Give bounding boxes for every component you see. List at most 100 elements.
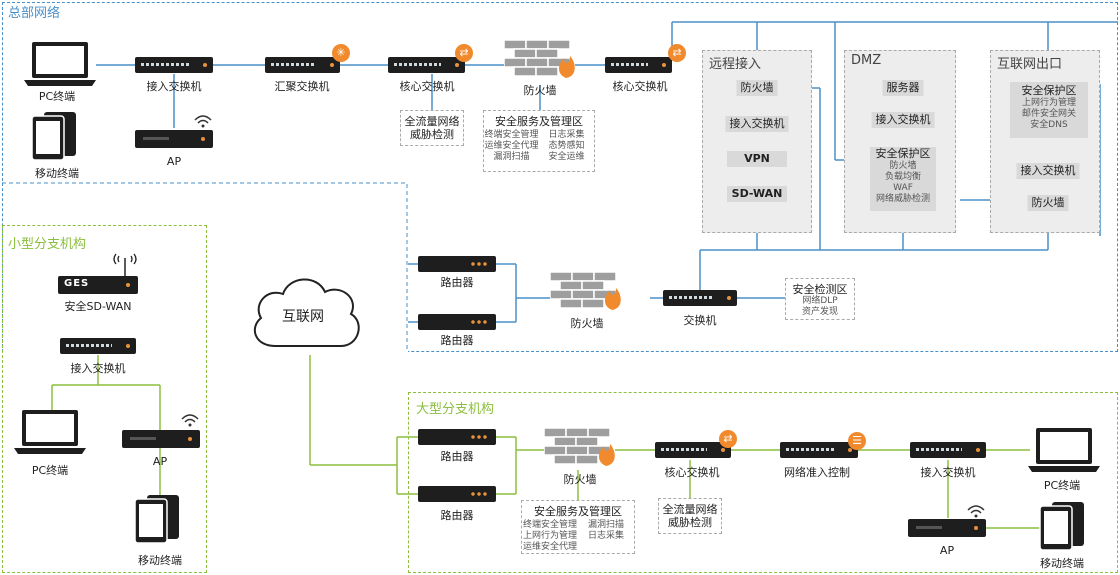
hq-core-switch-2 bbox=[605, 57, 672, 73]
large-ap-label: AP bbox=[939, 544, 955, 557]
large-security-title: 安全服务及管理区 bbox=[534, 505, 622, 518]
hq-security-item: 终端安全管理 bbox=[484, 130, 539, 140]
hq-access-switch bbox=[135, 57, 213, 73]
large-core-switch bbox=[655, 442, 731, 458]
hq-security-item: 运维安全代理 bbox=[484, 141, 539, 151]
hq-ap bbox=[135, 130, 213, 148]
dmz-zone-title: 安全保护区 bbox=[875, 147, 931, 160]
large-security-box: 安全服务及管理区 终端安全管理 漏洞扫描 上网行为管理 日志采集 运维安全代理 bbox=[521, 500, 635, 554]
hq-core-switch-1-label: 核心交换机 bbox=[399, 80, 455, 93]
remote-access-title: 远程接入 bbox=[709, 57, 762, 72]
small-access-switch-label: 接入交换机 bbox=[70, 362, 126, 375]
remote-sdwan: SD-WAN bbox=[727, 186, 787, 202]
large-pc-label: PC终端 bbox=[1043, 479, 1081, 492]
hq-core-switch-2-label: 核心交换机 bbox=[612, 80, 668, 93]
exit-zone-item: 上网行为管理 bbox=[1021, 98, 1076, 108]
large-security-item: 日志采集 bbox=[587, 531, 624, 541]
large-traffic-line2: 威胁检测 bbox=[668, 516, 712, 529]
hq-pc-label: PC终端 bbox=[38, 90, 76, 103]
hq-security-item: 漏洞扫描 bbox=[493, 152, 530, 162]
antenna-icon bbox=[113, 253, 137, 276]
hq-security-item: 安全运维 bbox=[548, 152, 585, 162]
hq-router-2-label: 路由器 bbox=[440, 334, 474, 347]
mobile-icon bbox=[31, 112, 76, 161]
hq-detect-title: 安全检测区 bbox=[792, 283, 848, 296]
hq-traffic-line1: 全流量网络 bbox=[404, 115, 460, 128]
hq-agg-switch bbox=[265, 57, 340, 73]
mobile-icon bbox=[134, 495, 179, 544]
exit-firewall: 防火墙 bbox=[1027, 195, 1069, 211]
large-security-item: 漏洞扫描 bbox=[587, 520, 624, 530]
small-ap bbox=[122, 430, 200, 448]
hq-detect-item: 资产发现 bbox=[801, 307, 838, 317]
small-pc-label: PC终端 bbox=[31, 464, 69, 477]
hq-ap-label: AP bbox=[166, 155, 182, 168]
internet-label: 互联网 bbox=[282, 309, 324, 325]
hq-router-1-label: 路由器 bbox=[440, 276, 474, 289]
exit-zone-item: 邮件安全网关 bbox=[1021, 109, 1076, 119]
large-access-switch bbox=[910, 442, 986, 458]
hq-region bbox=[2, 2, 1118, 352]
hq-mobile-label: 移动终端 bbox=[35, 167, 79, 180]
large-router-1-label: 路由器 bbox=[440, 450, 474, 463]
dmz-access-switch: 接入交换机 bbox=[871, 112, 935, 128]
large-nac-device bbox=[780, 442, 858, 458]
hq-router-2 bbox=[418, 314, 496, 330]
small-access-switch bbox=[60, 338, 136, 354]
firewall-icon bbox=[544, 428, 615, 466]
wifi-icon bbox=[967, 505, 985, 518]
hq-edge-switch bbox=[663, 290, 737, 306]
large-router-2 bbox=[418, 486, 496, 502]
exit-zone-item: 安全DNS bbox=[1030, 120, 1068, 130]
sdwan-device: GES bbox=[58, 276, 138, 294]
mobile-icon bbox=[1039, 502, 1084, 551]
internet-exit-title: 互联网出口 bbox=[997, 57, 1063, 72]
exit-security-zone: 安全保护区 上网行为管理 邮件安全网关 安全DNS bbox=[1010, 82, 1088, 138]
exit-zone-title: 安全保护区 bbox=[1021, 84, 1077, 97]
pc-icon bbox=[1028, 428, 1100, 472]
small-ap-label: AP bbox=[152, 455, 168, 468]
dmz-zone-item: 负载均衡 bbox=[884, 172, 921, 182]
large-branch-region bbox=[408, 392, 1118, 573]
dmz-title: DMZ bbox=[851, 53, 882, 68]
switch-badge-icon: ⇄ bbox=[455, 44, 473, 62]
large-security-item: 上网行为管理 bbox=[522, 531, 577, 541]
cloud-icon bbox=[253, 278, 360, 347]
remote-firewall: 防火墙 bbox=[736, 80, 778, 96]
large-core-switch-label: 核心交换机 bbox=[664, 466, 720, 479]
remote-access-switch: 接入交换机 bbox=[725, 116, 789, 132]
switch-badge-icon: ⇄ bbox=[668, 44, 686, 62]
large-branch-title: 大型分支机构 bbox=[416, 402, 495, 417]
large-ap bbox=[908, 519, 986, 537]
dmz-zone-item: WAF bbox=[893, 183, 913, 193]
hq-traffic-line2: 威胁检测 bbox=[410, 128, 454, 141]
large-security-item: 运维安全代理 bbox=[522, 542, 577, 552]
hq-detect-box: 安全检测区 网络DLP 资产发现 bbox=[785, 278, 855, 320]
dmz-zone-item: 防火墙 bbox=[889, 161, 917, 171]
hq-agg-switch-label: 汇聚交换机 bbox=[274, 80, 330, 93]
wifi-icon bbox=[181, 414, 199, 427]
remote-vpn: VPN bbox=[727, 151, 787, 167]
hq-security-box: 安全服务及管理区 终端安全管理 日志采集 运维安全代理 态势感知 漏洞扫描 安全… bbox=[483, 110, 595, 172]
hq-title: 总部网络 bbox=[8, 6, 61, 21]
hq-core-switch-1 bbox=[388, 57, 465, 73]
wifi-icon bbox=[194, 115, 212, 128]
small-sdwan-label: 安全SD-WAN bbox=[64, 300, 132, 313]
large-router-1 bbox=[418, 429, 496, 445]
large-security-item: 终端安全管理 bbox=[522, 520, 577, 530]
firewall-icon bbox=[550, 272, 621, 310]
large-mobile-label: 移动终端 bbox=[1040, 557, 1084, 570]
hq-detect-item: 网络DLP bbox=[802, 296, 838, 306]
hq-security-item: 态势感知 bbox=[548, 141, 585, 151]
hq-firewall-label: 防火墙 bbox=[523, 84, 557, 97]
router-badge-icon: ✳ bbox=[332, 44, 350, 62]
switch-badge-icon: ⇄ bbox=[719, 430, 737, 448]
large-nac-label: 网络准入控制 bbox=[784, 466, 850, 479]
large-firewall-label: 防火墙 bbox=[563, 473, 597, 486]
exit-access-switch: 接入交换机 bbox=[1016, 163, 1080, 179]
hq-router-1 bbox=[418, 256, 496, 272]
large-router-2-label: 路由器 bbox=[440, 509, 474, 522]
dmz-security-zone: 安全保护区 防火墙 负载均衡 WAF 网络威胁检测 bbox=[870, 147, 936, 211]
large-access-switch-label: 接入交换机 bbox=[920, 466, 976, 479]
hq-security-item: 日志采集 bbox=[548, 130, 585, 140]
